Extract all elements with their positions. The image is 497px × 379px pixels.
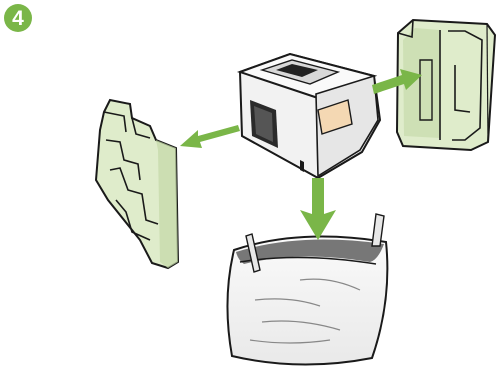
plastic-bag (226, 213, 389, 366)
step-number-badge: 4 (4, 4, 32, 32)
printer (236, 52, 382, 180)
foam-packing-right (395, 18, 497, 152)
arrow-down-icon (300, 178, 336, 240)
arrow-left-icon (180, 125, 240, 148)
foam-packing-left (94, 98, 180, 270)
step-number-label: 4 (12, 6, 24, 30)
arrow-right-icon (372, 69, 422, 94)
